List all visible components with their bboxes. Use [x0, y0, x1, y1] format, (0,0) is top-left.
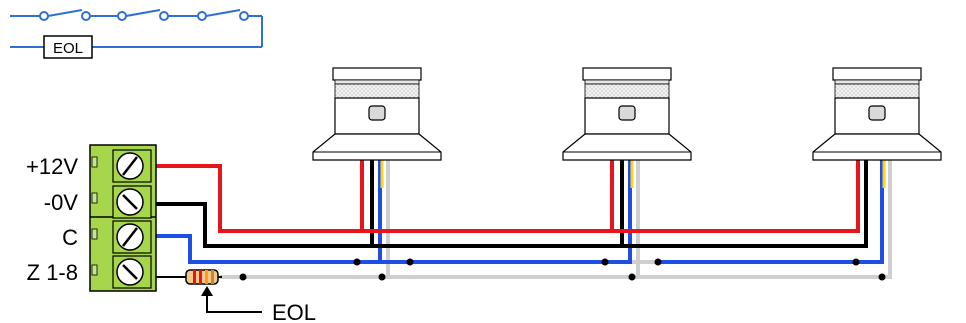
junction-dots — [239, 258, 886, 281]
eol-label: EOL — [272, 300, 316, 323]
terminal-label-c: C — [62, 225, 78, 250]
junction-dot — [628, 273, 636, 281]
smoke-detector-1 — [312, 67, 442, 161]
legend-eol-box — [43, 35, 93, 59]
screw-icon — [112, 255, 152, 289]
junction-dot — [878, 273, 886, 281]
smoke-detector-2 — [562, 67, 692, 161]
junction-dot — [406, 258, 414, 266]
junction-dot — [353, 258, 361, 266]
eol-resistor — [155, 269, 222, 285]
legend-series-contacts — [10, 9, 263, 48]
junction-dot — [654, 258, 662, 266]
terminal-label-zone: Z 1-8 — [27, 260, 78, 285]
wire-grey — [220, 155, 892, 279]
legend-eol-label: EOL — [53, 40, 83, 57]
eol-pointer — [201, 286, 262, 313]
smoke-detector-3 — [812, 67, 942, 161]
junction-dot — [239, 273, 247, 281]
junction-dot — [378, 273, 386, 281]
wire-red — [155, 155, 860, 233]
screw-icon — [112, 220, 152, 254]
wires — [155, 155, 892, 279]
wire-black — [155, 155, 868, 248]
wire-blue-3 — [655, 155, 884, 264]
wire-blue — [155, 155, 382, 264]
terminal-label-0v: -0V — [44, 190, 79, 215]
screw-icon — [112, 149, 152, 183]
terminal-block — [89, 144, 157, 292]
junction-dot — [852, 258, 860, 266]
legend: EOL — [10, 9, 263, 59]
terminal-label-12v: +12V — [26, 154, 78, 179]
junction-dot — [601, 258, 609, 266]
screw-icon — [112, 185, 152, 219]
wire-blue-2 — [408, 155, 632, 264]
